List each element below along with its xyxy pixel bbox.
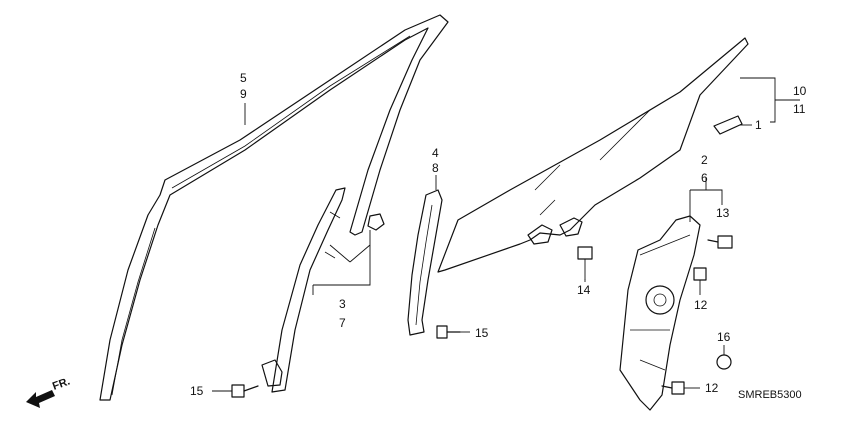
callout-15-left: 15 (190, 384, 204, 398)
front-direction-arrow: FR. (26, 375, 72, 408)
callout-2: 2 (701, 153, 708, 167)
nut-16 (716, 354, 732, 370)
callout-1: 1 (755, 118, 762, 132)
bolt-15-lower-left (212, 384, 259, 398)
callout-13: 13 (716, 206, 730, 220)
glass-brackets (527, 217, 583, 245)
callout-12-upper: 12 (694, 298, 708, 312)
diagram-code: SMREB5300 (738, 389, 802, 401)
callout-4: 4 (432, 146, 439, 160)
bolt-13 (707, 235, 733, 249)
callout-labels: 5 9 4 8 3 7 15 15 10 11 1 2 6 13 14 12 1… (190, 71, 807, 398)
window-regulator (619, 215, 701, 411)
bolt-14 (577, 246, 593, 280)
bolt-12-upper (693, 267, 707, 295)
callout-15-center: 15 (475, 326, 489, 340)
bolt-12-lower (661, 381, 700, 395)
leader-lines (244, 77, 800, 355)
callout-9: 9 (240, 87, 247, 101)
callout-3: 3 (339, 297, 346, 311)
direction-label: FR. (51, 375, 72, 392)
front-run-channel (261, 187, 346, 393)
rear-run-channel (407, 189, 443, 336)
callout-11: 11 (793, 102, 806, 116)
callout-16: 16 (717, 330, 731, 344)
callout-14: 14 (577, 283, 591, 297)
bolt-15-center (436, 325, 470, 339)
callout-6: 6 (701, 171, 708, 185)
callout-12-lower: 12 (705, 381, 719, 395)
callout-5: 5 (240, 71, 247, 85)
door-sash-channel (99, 14, 449, 401)
callout-7: 7 (339, 316, 346, 330)
door-glass (437, 37, 749, 273)
callout-8: 8 (432, 161, 439, 175)
callout-10: 10 (793, 84, 807, 98)
nut-front-channel (367, 213, 385, 231)
